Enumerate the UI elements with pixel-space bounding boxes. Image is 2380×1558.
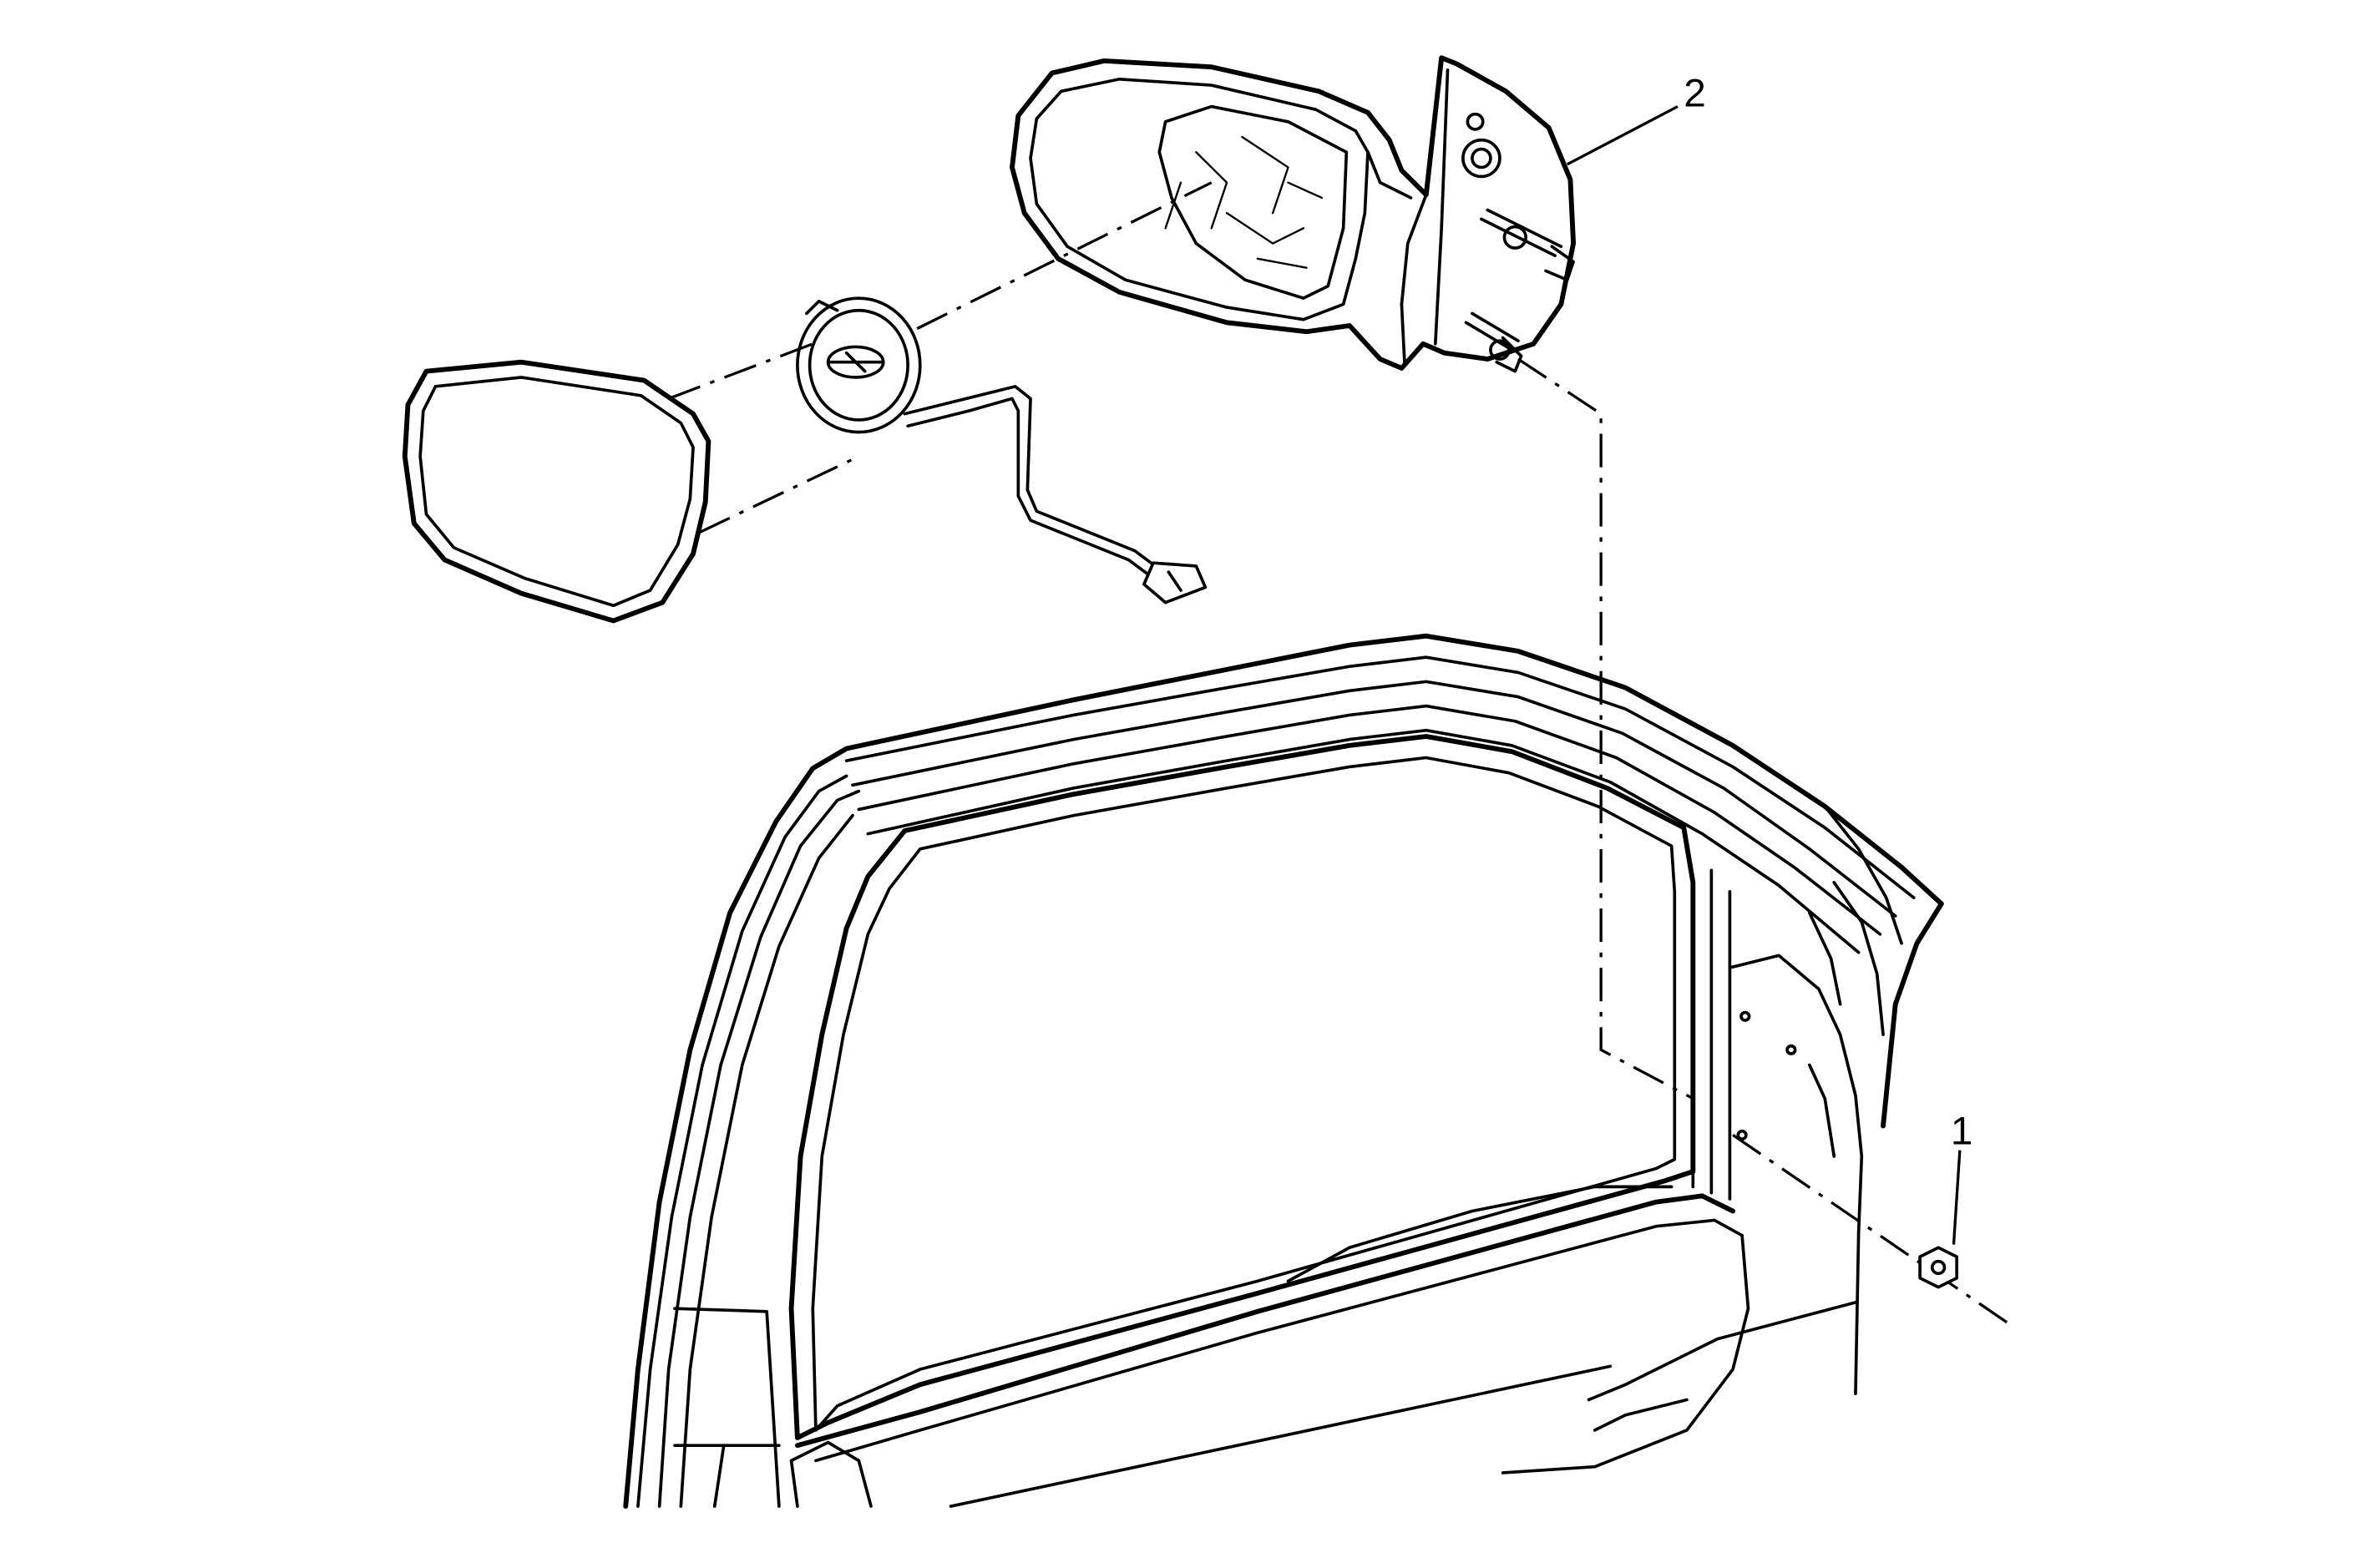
motor-center-detail [826,351,885,373]
align-door-to-nut [1732,1134,2010,1325]
mounting-stud-upper [1480,208,1575,282]
door-trim-curve [1286,1185,1674,1283]
mirror-housing-bracket-2 [1433,68,1450,346]
door-bottom-line-2 [1593,1398,1689,1432]
mirror-housing-inner [1157,104,1349,300]
mirror-mount-patch-inner [1808,1063,1836,1158]
door-frame-corner [1823,804,1903,945]
mirror-housing [1010,55,1679,373]
mirror-housing-bracket [1400,193,1428,367]
motor-tab [805,299,839,316]
mirror-nut [1918,1150,1962,1289]
align-glass-motor-bottom [698,455,860,534]
callout-1-label: 1 [1951,1110,1973,1154]
motor-harness [903,385,1162,571]
door-left-pillar-mid [657,789,861,1508]
mount-hole-2 [1785,1044,1797,1055]
door-belt-line-lower [814,1218,1744,1463]
mirror-glass [402,359,711,624]
housing-bolt-boss [1466,112,1485,131]
door-rear-edge [1854,1231,1861,1396]
stud-washer-lower [1489,339,1511,361]
door-frame-channel-2 [851,680,1897,918]
callout-2-leader [1566,105,1679,166]
housing-grommet-outer [1461,138,1501,179]
door-left-lower-4 [789,1440,873,1508]
motor-housing-ring [808,308,909,422]
mirror-motor [796,296,1208,604]
stud-washer-upper [1502,225,1527,250]
door-left-pillar-inner [679,813,854,1508]
door-left-lower-3 [712,1444,726,1508]
door-lower-panel [1501,1233,1750,1475]
door-frame-channel-3 [857,704,1882,936]
mirror-housing-outline [1010,55,1577,371]
nut-hex [1918,1246,1959,1289]
mirror-glass-inner [418,376,695,608]
door-outer-frame [623,633,1944,1509]
mirror-glass-outline [402,359,711,624]
door-left-pillar-outer [636,774,848,1508]
mirror-mount-patch [1728,954,1864,1234]
mount-hole-3 [1736,1129,1748,1141]
align-housing-to-door [1517,357,1694,1100]
align-glass-motor-top [668,342,813,400]
door-frame-corner-3 [1808,911,1842,1006]
door-frame-corner-2 [1832,881,1885,1036]
door-frame-channel-1 [844,655,1916,899]
nut-hole [1930,1259,1947,1276]
window-glass [811,756,1677,1432]
door-frame-channel-4 [866,728,1861,954]
door-belt-line [794,1193,1736,1449]
callout-2-label: 2 [1684,72,1706,116]
door-lower-crease [1587,1301,1857,1402]
door-bottom-line-1 [949,1364,1612,1508]
housing-grommet-inner [1471,147,1492,169]
align-motor-housing [916,181,1213,331]
connector-latch [1167,570,1182,592]
alignment-lines [668,181,2010,1325]
callout-1-leader [1952,1150,1962,1245]
housing-internal-struts [1164,135,1324,269]
mirror-housing-arm [1366,150,1413,200]
mount-hole-1 [1739,1010,1751,1022]
window-opening [788,734,1696,1440]
door-left-lower-1 [673,1307,781,1508]
motor-harness-2 [906,397,1155,580]
door-assembly [623,633,1944,1509]
mounting-stud-lower [1464,311,1523,373]
mirror-housing-rim [1029,77,1370,321]
